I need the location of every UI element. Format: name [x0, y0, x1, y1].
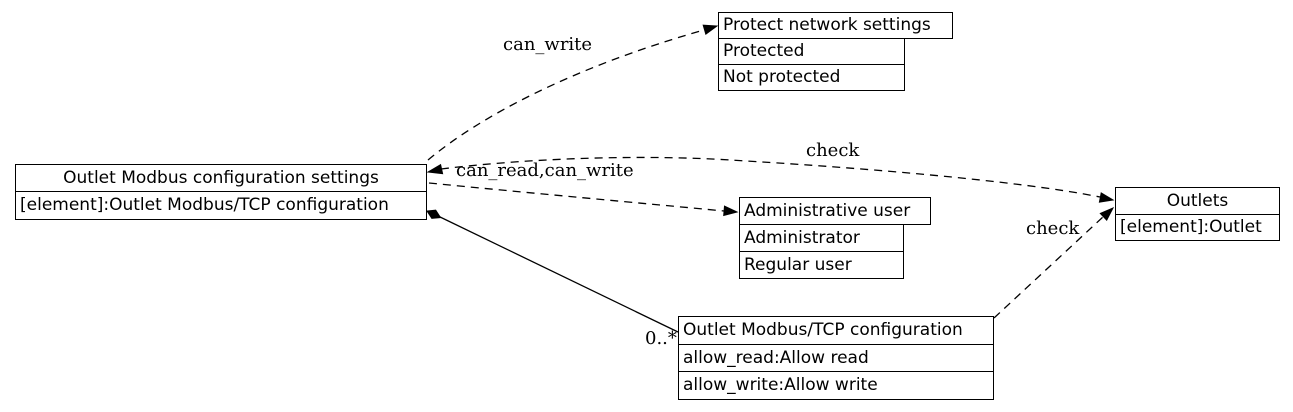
- arrowhead-check-at-outlets: [1098, 192, 1115, 203]
- node-protect-network-settings: Protect network settings Protected Not p…: [718, 12, 953, 91]
- enum-value: Not protected: [718, 64, 905, 91]
- edge-can-write: [427, 29, 705, 161]
- arrowhead-can-write: [702, 24, 719, 36]
- node-attribute: allow_write:Allow write: [678, 371, 994, 400]
- edge-composition: [437, 215, 679, 333]
- enum-value: Administrator: [739, 224, 904, 252]
- edge-label-can-write: can_write: [503, 34, 593, 55]
- node-title: Outlet Modbus configuration settings: [15, 164, 427, 192]
- node-title: Outlet Modbus/TCP configuration: [678, 316, 994, 345]
- arrowhead-can-read-can-write: [723, 205, 739, 217]
- edge-check-settings-outlets: [440, 156, 1101, 198]
- edge-can-read-can-write: [428, 182, 725, 212]
- node-attribute: [element]:Outlet: [1115, 214, 1280, 241]
- edge-check-config-outlets: [993, 215, 1105, 319]
- node-title: Administrative user: [739, 197, 931, 225]
- edge-label-check-top: check: [806, 140, 860, 161]
- node-outlet-modbus-configuration-settings: Outlet Modbus configuration settings [el…: [15, 164, 427, 220]
- node-outlet-modbus-tcp-configuration: Outlet Modbus/TCP configuration allow_re…: [678, 316, 994, 400]
- edge-label-check-bottom: check: [1026, 218, 1080, 239]
- node-attribute: [element]:Outlet Modbus/TCP configuratio…: [15, 191, 427, 220]
- edge-label-can-read-can-write: can_read,can_write: [456, 160, 634, 181]
- node-attribute: allow_read:Allow read: [678, 344, 994, 372]
- node-administrative-user: Administrative user Administrator Regula…: [739, 197, 931, 279]
- node-outlets: Outlets [element]:Outlet: [1115, 187, 1280, 241]
- composition-diamond: [426, 209, 442, 219]
- enum-value: Protected: [718, 38, 905, 65]
- arrowhead-check-at-settings: [426, 163, 444, 175]
- arrowhead-check-config-at-outlets: [1099, 206, 1115, 222]
- node-title: Protect network settings: [718, 12, 953, 39]
- node-title: Outlets: [1115, 187, 1280, 215]
- enum-value: Regular user: [739, 251, 904, 279]
- edge-label-multiplicity: 0..*: [645, 328, 677, 349]
